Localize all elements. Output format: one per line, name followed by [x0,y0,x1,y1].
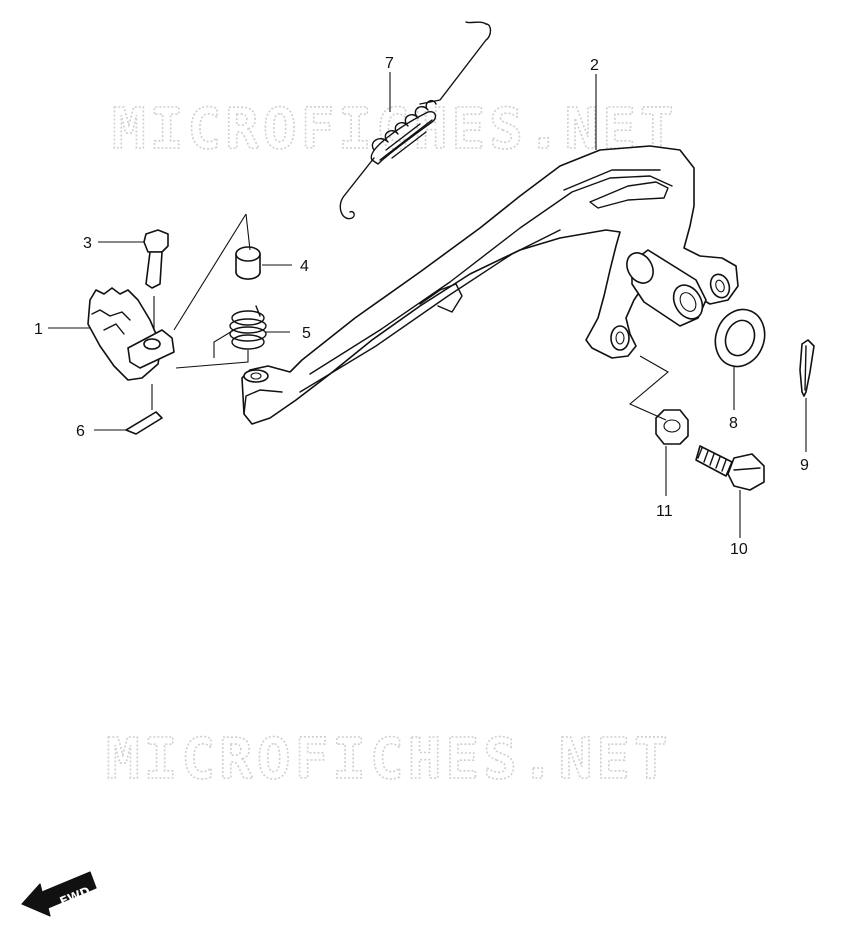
callout-7: 7 [385,55,394,72]
clevis-pin [143,229,169,289]
fwd-arrow-icon: FWD [21,871,97,917]
bushing [235,246,261,280]
coil-spring [229,305,267,350]
assembly-lines [151,213,669,421]
callout-10: 10 [730,541,748,558]
brake-step [87,287,175,381]
return-spring [339,21,492,220]
nut [655,409,689,445]
callout-8: 8 [729,415,738,432]
callout-1: 1 [34,321,43,338]
cotter-pin [799,339,815,397]
callout-11: 11 [656,503,673,520]
spring-coils [370,100,437,165]
callout-3: 3 [83,235,92,252]
washer [714,308,766,368]
watermark-bottom: MICROFICHES.NET [106,727,672,792]
callout-9: 9 [800,457,809,474]
callout-6: 6 [76,423,85,440]
callout-4: 4 [300,258,309,275]
callout-2: 2 [590,57,599,74]
callout-5: 5 [302,325,311,342]
cotter-pin-small [125,411,163,435]
pivot-boss [626,249,707,327]
leader-lines [48,72,807,538]
bolt [695,445,765,491]
brake-pedal [241,145,739,425]
